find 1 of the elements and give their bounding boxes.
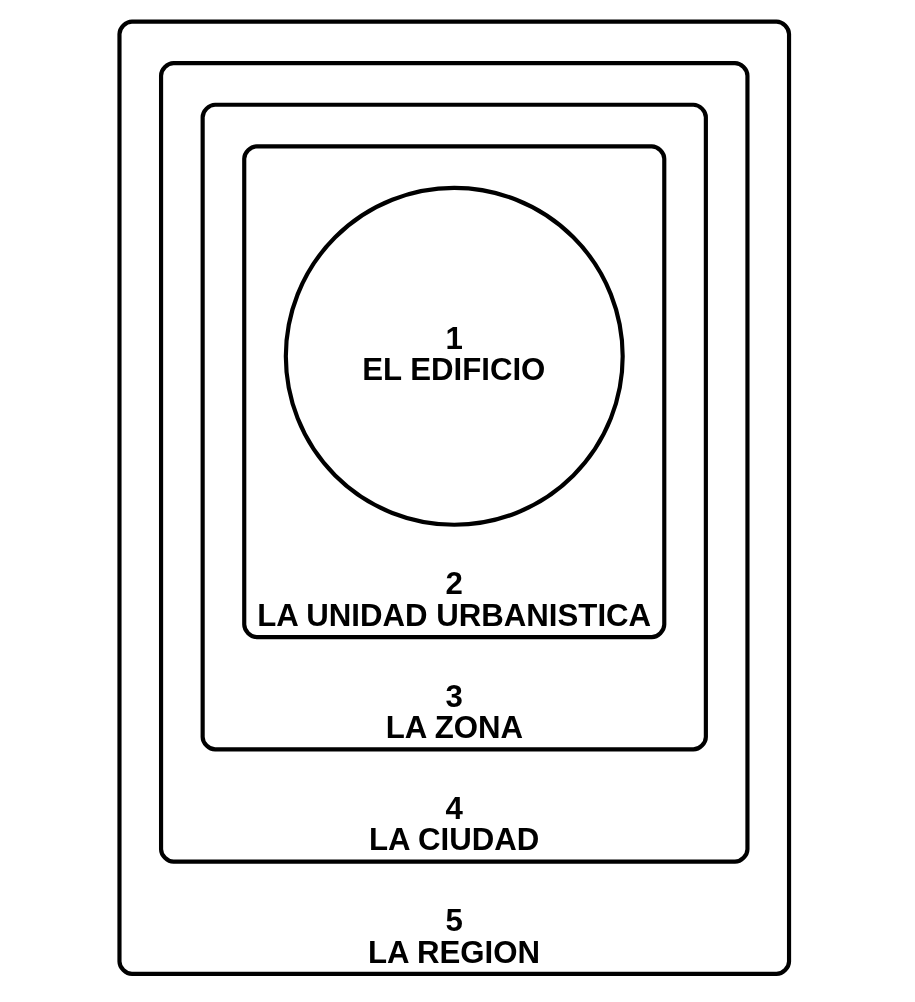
node-circle: 1 EL EDIFICIO <box>283 185 625 527</box>
